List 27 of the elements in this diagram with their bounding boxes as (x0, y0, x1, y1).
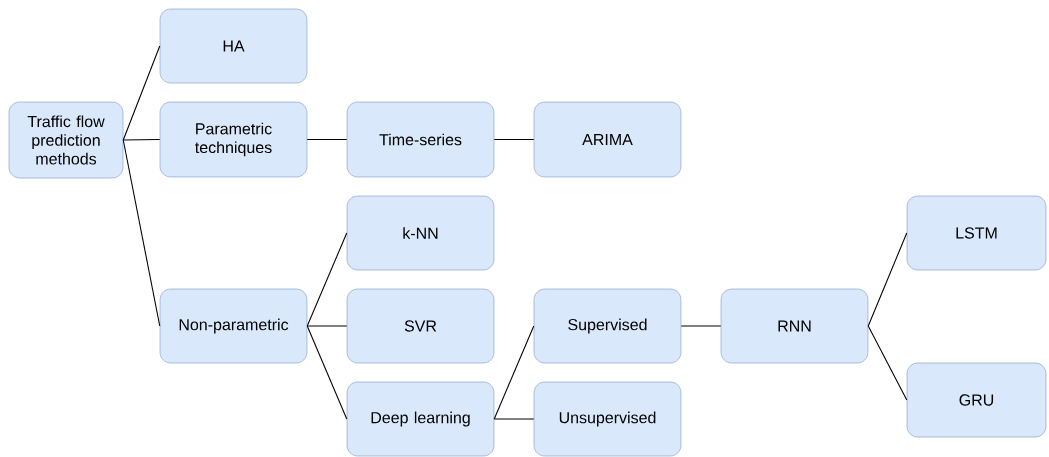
connector-line (867, 232, 908, 327)
connector-line (680, 325, 722, 327)
process-box: Unsupervised (533, 381, 682, 457)
process-box: k-NN (346, 195, 495, 271)
process-box: HA (159, 8, 308, 84)
process-box: Traffic flow prediction methods (8, 101, 124, 179)
process-box: ARIMA (533, 101, 682, 178)
connector-line (867, 325, 908, 401)
process-box: Time-series (346, 101, 495, 178)
process-box: Parametric techniques (159, 101, 308, 178)
process-box: Deep learning (346, 381, 495, 457)
process-box: RNN (720, 288, 869, 364)
process-box: Supervised (533, 288, 682, 364)
process-box: Non-parametric (159, 288, 308, 364)
process-box: SVR (346, 288, 495, 364)
connector-line (493, 138, 535, 141)
connector-line (122, 139, 161, 327)
connector-line (493, 325, 535, 420)
connector-line (306, 138, 348, 141)
connector-line (493, 418, 535, 420)
connector-line (306, 325, 348, 327)
process-box: LSTM (906, 195, 1047, 271)
connector-line (306, 325, 348, 420)
connector-line (306, 232, 348, 327)
process-box: GRU (906, 362, 1047, 438)
connector-line (122, 45, 161, 141)
connector-line (122, 138, 161, 141)
